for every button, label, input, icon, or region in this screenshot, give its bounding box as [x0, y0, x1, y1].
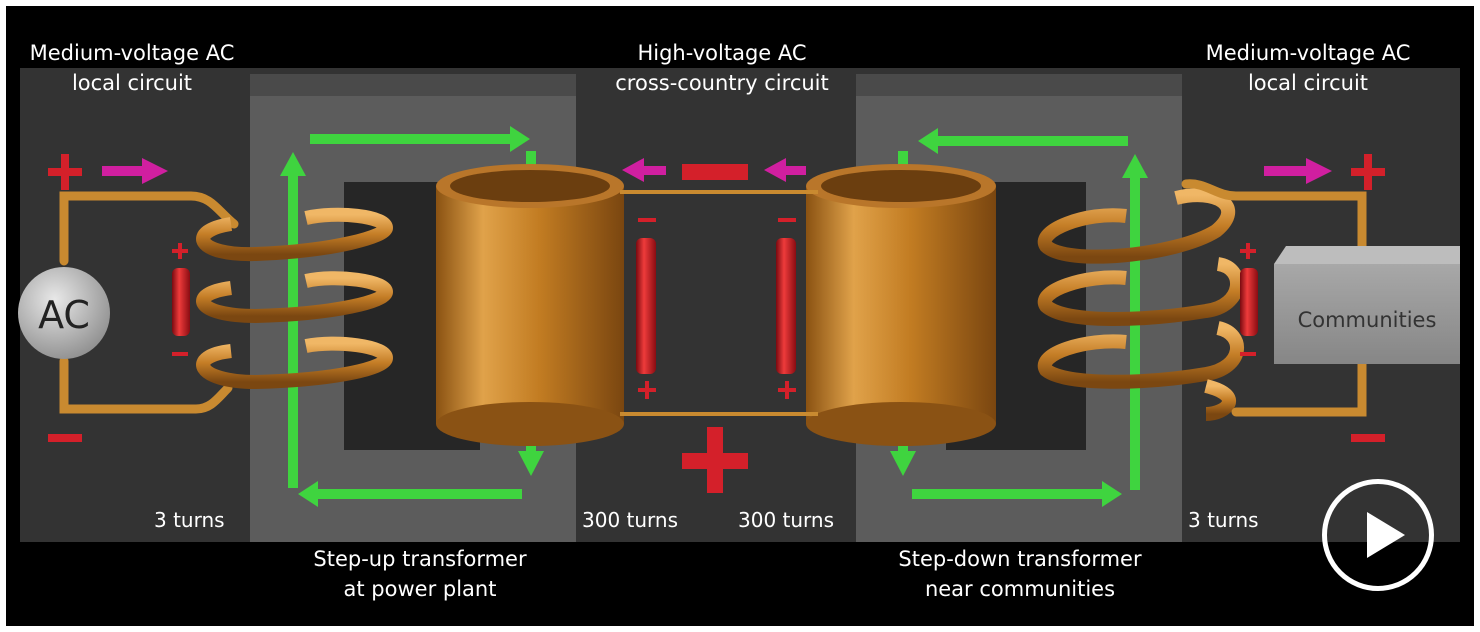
- polarity-signs: [48, 154, 1385, 493]
- ac-source-label: AC: [38, 293, 90, 337]
- stepup-caption: Step-up transformer at power plant: [290, 544, 550, 604]
- turns-stepdown-primary: 300 turns: [738, 508, 835, 532]
- right-circuit-title-line2: local circuit: [1247, 71, 1369, 95]
- left-circuit-title-line1: Medium-voltage AC: [29, 41, 235, 65]
- voltage-cylinders: [172, 238, 1258, 374]
- stepdown-secondary-coil: [1037, 188, 1244, 421]
- stepdown-caption-line2: near communities: [924, 577, 1116, 601]
- current-arrows: [102, 158, 1332, 184]
- mid-circuit-title-line2: cross-country circuit: [615, 71, 829, 95]
- stepdown-primary-coil: [806, 164, 996, 446]
- left-circuit-title: Medium-voltage AC local circuit: [12, 38, 252, 98]
- stepup-caption-line1: Step-up transformer: [313, 547, 527, 571]
- mid-circuit-title: High-voltage AC cross-country circuit: [602, 38, 842, 98]
- stepup-secondary-coil: [436, 164, 624, 446]
- right-circuit-title: Medium-voltage AC local circuit: [1188, 38, 1428, 98]
- play-button[interactable]: [1322, 479, 1434, 591]
- stepdown-caption-line1: Step-down transformer: [898, 547, 1142, 571]
- communities-load: [1274, 246, 1460, 364]
- transformer-animation-frame: AC: [6, 6, 1474, 626]
- turns-stepup-secondary: 300 turns: [582, 508, 679, 532]
- stepdown-caption: Step-down transformer near communities: [880, 544, 1160, 604]
- stepup-primary-coil: [196, 207, 394, 390]
- stepup-caption-line2: at power plant: [343, 577, 497, 601]
- play-icon: [1367, 512, 1405, 558]
- transformer-diagram: AC: [18, 68, 1460, 542]
- right-circuit-title-line1: Medium-voltage AC: [1205, 41, 1411, 65]
- right-circuit-wire: [1181, 179, 1367, 417]
- turns-stepup-primary: 3 turns: [154, 508, 225, 532]
- left-circuit-title-line2: local circuit: [71, 71, 193, 95]
- high-voltage-wire: [620, 190, 818, 416]
- ac-source: AC: [18, 267, 110, 359]
- mid-circuit-title-line1: High-voltage AC: [637, 41, 807, 65]
- turns-stepdown-secondary: 3 turns: [1188, 508, 1259, 532]
- communities-label: Communities: [1297, 308, 1437, 332]
